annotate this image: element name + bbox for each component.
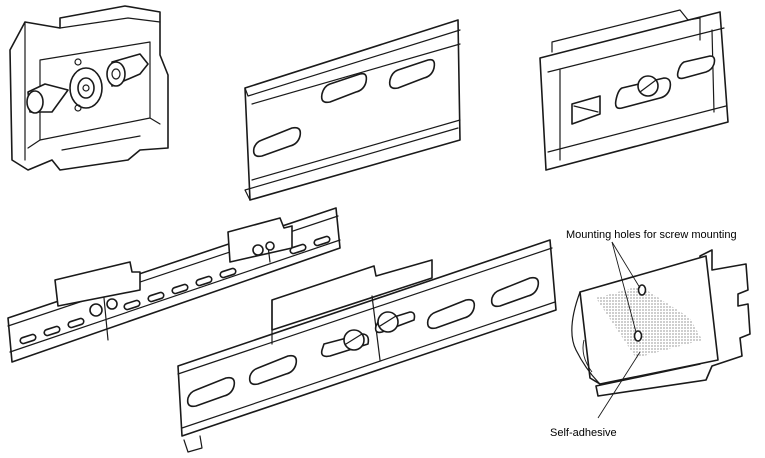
self-adhesive-label: Self-adhesive [550,427,617,439]
adhesive-texture-icon [596,286,702,358]
screw-hole-upper-icon [637,284,647,296]
adhesive-mount-figure [571,249,751,397]
short-rail-figure [244,19,461,201]
joined-rail-slots [186,276,540,408]
rail-joined-screws-figure [177,239,557,453]
callout-lines [597,241,641,419]
mounting-holes-label: Mounting holes for screw mounting [566,229,737,241]
long-rail-joined-figure [7,207,341,363]
long-rail-slots [19,235,331,345]
screw-hole-lower-icon [633,330,643,342]
end-bracket-figure [9,5,169,171]
rail-with-screw-figure [539,9,729,171]
